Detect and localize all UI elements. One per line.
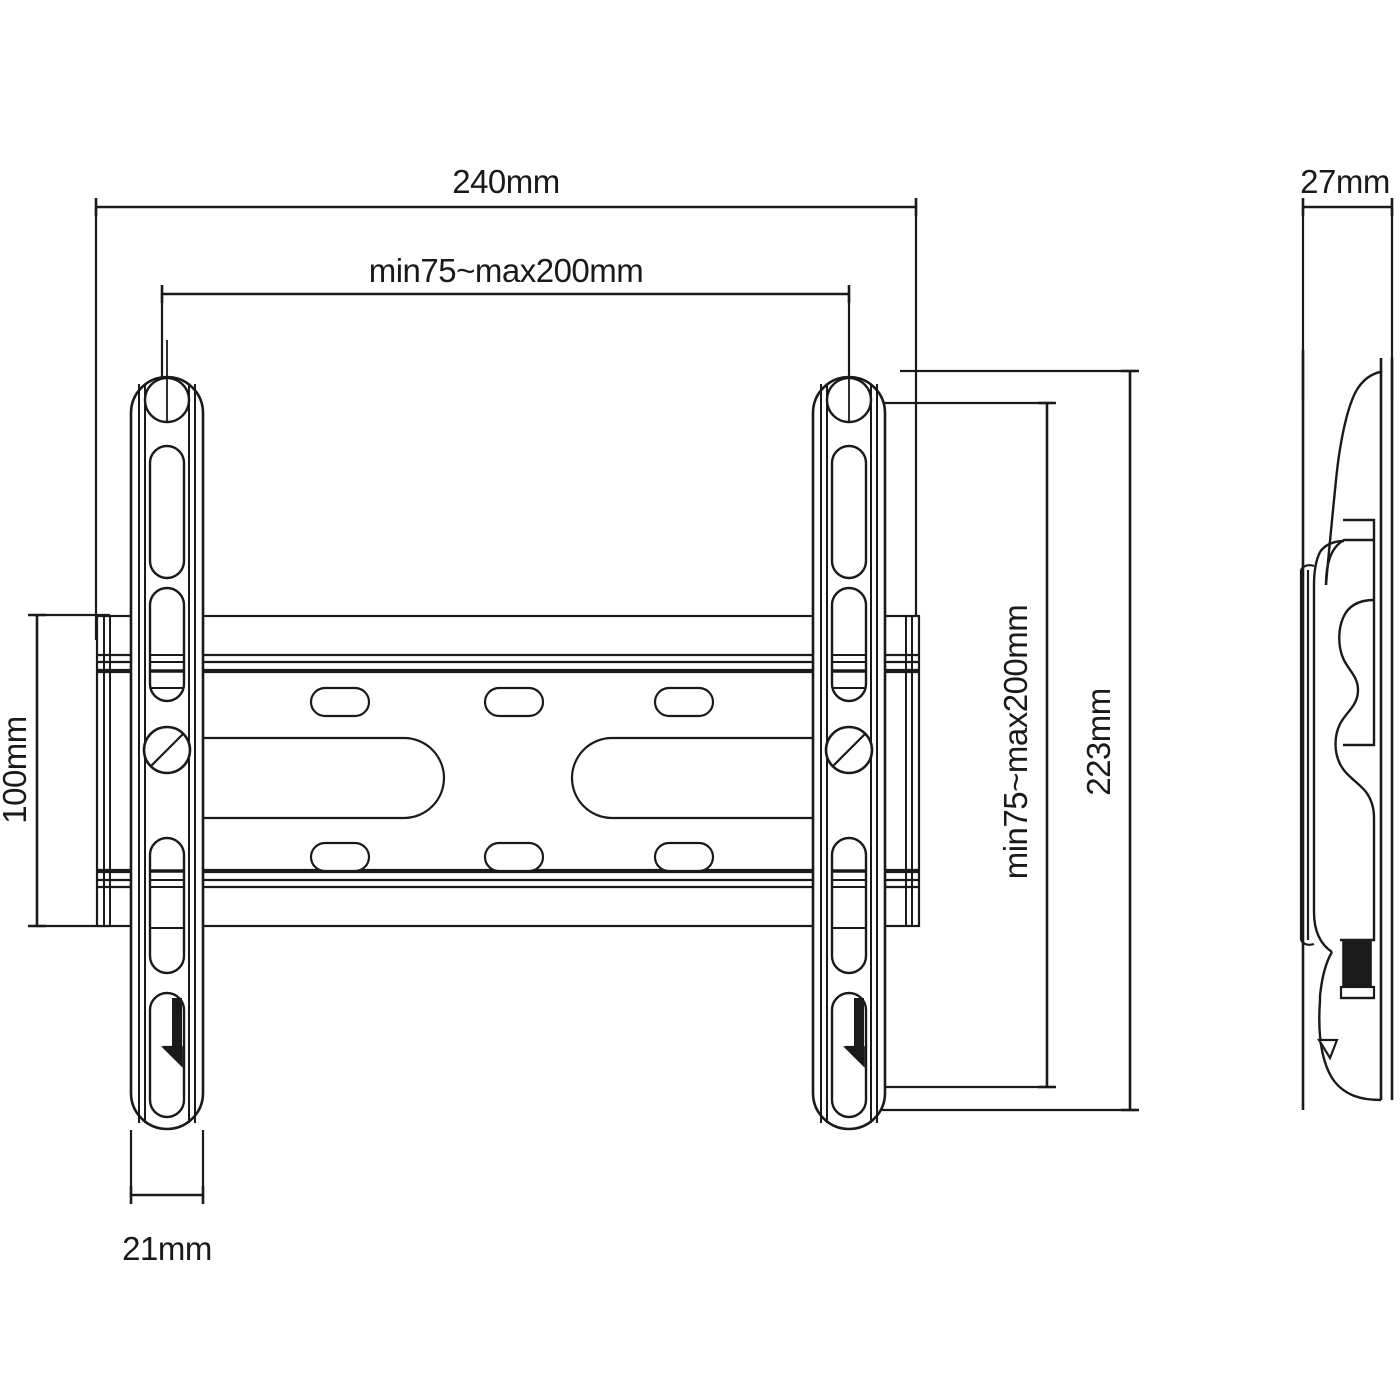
front-view-rail-right: [811, 340, 887, 1131]
dimension-overall-height: [872, 369, 1139, 1112]
plate-slot-top-1: [309, 686, 371, 718]
side-bracket-lower-body: [1340, 818, 1376, 942]
rail-right-screw-slot: [832, 733, 866, 767]
plate-large-cutout-left: [194, 736, 446, 820]
side-fastener-block: [1342, 940, 1372, 988]
side-tv-upper-contour: [1324, 370, 1383, 586]
label-plate-height: 100mm: [0, 716, 33, 824]
side-wallplate-bottom-cap: [1300, 939, 1315, 946]
rail-right-hook-shadow: [854, 998, 864, 1050]
label-overall-height: 223mm: [1080, 688, 1117, 796]
side-hook-tab: [1317, 1038, 1339, 1061]
side-bracket-outer-wall: [1312, 551, 1333, 953]
rail-left-slot-3: [148, 836, 186, 975]
dimension-rail-width: [129, 1130, 205, 1204]
label-rail-width: 21mm: [122, 1230, 212, 1267]
label-vesa-horizontal: min75~max200mm: [369, 252, 644, 289]
plate-slot-top-2: [483, 686, 545, 718]
plate-large-cutout-right: [570, 736, 822, 820]
rail-left-slot-1: [148, 444, 186, 580]
side-bracket-body-top: [1343, 518, 1376, 747]
side-tv-lower-contour: [1318, 951, 1382, 1102]
side-fastener-washer: [1339, 985, 1376, 1000]
rail-right-slot-3: [830, 836, 868, 975]
side-bracket-wavy-rib: [1334, 598, 1376, 819]
plate-slot-top-3: [653, 686, 715, 718]
side-wallplate-top-cap: [1300, 564, 1315, 571]
rail-right-slot-1: [830, 444, 868, 580]
rail-left-slot-2: [148, 586, 186, 703]
front-view-wall-plate: [95, 614, 921, 928]
dimension-overall-width: [94, 198, 918, 640]
label-overall-width: 240mm: [452, 163, 560, 200]
label-vesa-vertical: min75~max200mm: [997, 605, 1034, 880]
rail-left-screw-slot: [150, 733, 184, 767]
plate-slot-bottom-3: [653, 841, 715, 873]
plate-slot-bottom-2: [483, 841, 545, 873]
side-bracket-top-fillet: [1319, 539, 1345, 553]
rail-right-slot-2: [830, 586, 868, 703]
plate-slot-bottom-1: [309, 841, 371, 873]
side-view-assembly: [1299, 350, 1394, 1110]
rail-left-hook-shadow: [172, 998, 182, 1050]
front-view-rail-left: [129, 340, 205, 1131]
label-depth: 27mm: [1300, 163, 1390, 200]
